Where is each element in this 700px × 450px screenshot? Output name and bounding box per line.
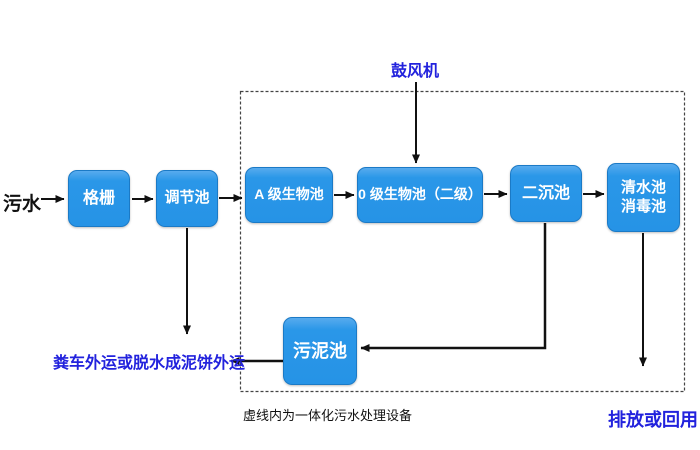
node-secondary-sed-tank: 二沉池 bbox=[510, 165, 582, 222]
node-grid: 格栅 bbox=[68, 170, 130, 227]
arrow-sed-to-sludge bbox=[360, 223, 547, 352]
boundary-caption: 虚线内为一体化污水处理设备 bbox=[243, 408, 413, 423]
node-regulating-tank: 调节池 bbox=[156, 170, 218, 227]
sludge-outhaul-label: 粪车外运或脱水成泥饼外运 bbox=[53, 355, 246, 372]
discharge-label: 排放或回用 bbox=[608, 410, 698, 430]
clear-water-line2: 消毒池 bbox=[620, 197, 666, 215]
influent-label: 污水 bbox=[3, 194, 42, 215]
node-clear-water-tank: 清水池 消毒池 bbox=[607, 163, 680, 232]
node-sludge-tank: 污泥池 bbox=[283, 317, 357, 385]
node-o-bio-tank: 0 级生物池（二级） bbox=[357, 167, 483, 223]
blower-label: 鼓风机 bbox=[391, 63, 440, 80]
node-a-bio-tank: A 级生物池 bbox=[245, 167, 333, 223]
clear-water-line1: 清水池 bbox=[620, 178, 666, 196]
equipment-boundary-box bbox=[239, 90, 686, 393]
